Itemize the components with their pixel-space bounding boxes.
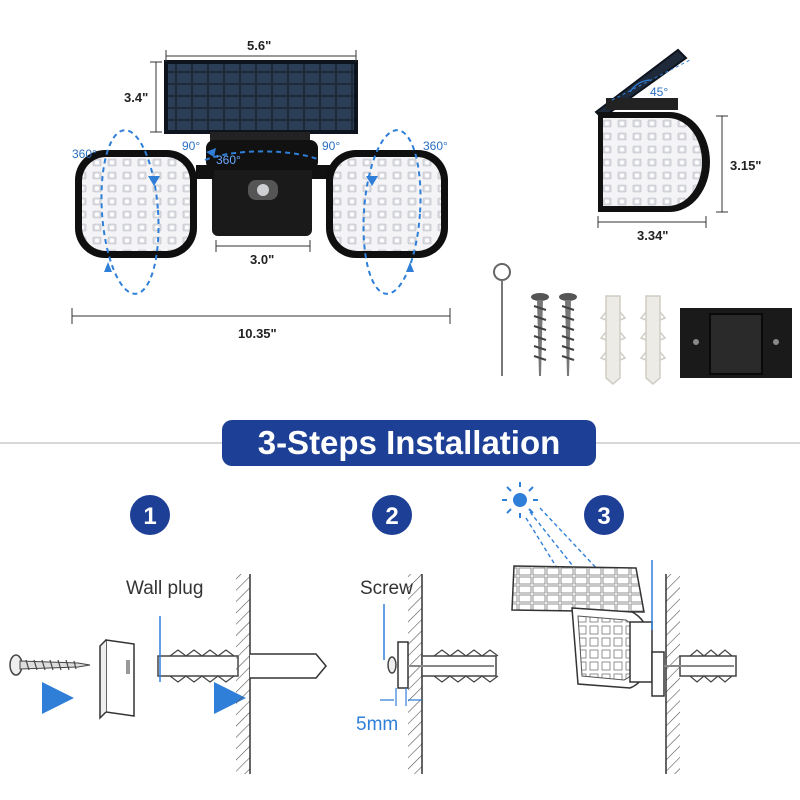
solar-panel — [511, 565, 645, 613]
wall-section — [666, 574, 680, 774]
right-hinge-label: 90° — [322, 139, 340, 153]
step-1-illustration: Wall plug — [9, 574, 327, 774]
panel-height-label: 3.4" — [124, 90, 148, 105]
wall-plug-icon — [664, 649, 737, 683]
screw-icon — [387, 656, 397, 674]
right-rotation-label: 360° — [423, 139, 448, 153]
total-width-label: 10.35" — [238, 326, 277, 341]
screw-icon — [559, 293, 577, 376]
tilt-angle-label: 45° — [650, 85, 668, 99]
step-1-badge: 1 — [130, 495, 170, 535]
installation-title: 3-Steps Installation — [257, 424, 561, 461]
side-view-product: 45° 3.15" 3.34" — [594, 48, 761, 243]
right-rotation-arc — [362, 129, 422, 295]
screw-icon — [531, 293, 549, 376]
step-2-illustration: Screw 5mm — [356, 574, 499, 774]
mounting-bracket-icon — [680, 308, 792, 378]
svg-text:2: 2 — [385, 503, 398, 530]
step-2-badge: 2 — [372, 495, 412, 535]
left-rotation-label: 360° — [72, 147, 97, 161]
svg-text:3: 3 — [597, 503, 610, 530]
wall-plug-icon — [639, 295, 667, 385]
side-height-label: 3.15" — [730, 158, 761, 173]
wall-plug-label: Wall plug — [126, 578, 203, 599]
wall-plug-icon — [408, 649, 499, 683]
left-hinge-label: 90° — [182, 139, 200, 153]
main-product-front-view: 360° 360° 360° 90° 90° 5.6" 3.4" 3.0" 10… — [71, 38, 451, 341]
svg-text:1: 1 — [143, 503, 156, 530]
accessories — [493, 263, 792, 385]
wall-section — [408, 574, 422, 774]
pin-tool-icon — [493, 263, 511, 281]
bracket-side-view — [651, 651, 665, 697]
left-rotation-arc — [100, 129, 160, 295]
center-body — [629, 621, 653, 683]
wall-section — [236, 574, 250, 774]
bracket-side-view — [397, 641, 409, 689]
wall-plug-icon — [157, 649, 239, 683]
panel-width-label: 5.6" — [247, 38, 271, 53]
bracket-side-view — [99, 639, 135, 720]
step-3-illustration — [502, 482, 737, 774]
installation-title-banner: 3-Steps Installation — [222, 420, 596, 466]
side-width-label: 3.34" — [637, 228, 668, 243]
gap-measure-label: 5mm — [356, 714, 398, 735]
wall-plug-icon — [599, 295, 627, 385]
sun-icon — [502, 482, 538, 518]
screw-label: Screw — [360, 578, 413, 599]
center-rotation-label: 360° — [216, 153, 241, 167]
screw-icon — [9, 654, 91, 676]
center-rotation-arc — [204, 150, 321, 161]
step-3-badge: 3 — [584, 495, 624, 535]
body-width-label: 3.0" — [250, 252, 274, 267]
drill-hole — [250, 653, 327, 679]
solar-panel — [164, 60, 358, 134]
